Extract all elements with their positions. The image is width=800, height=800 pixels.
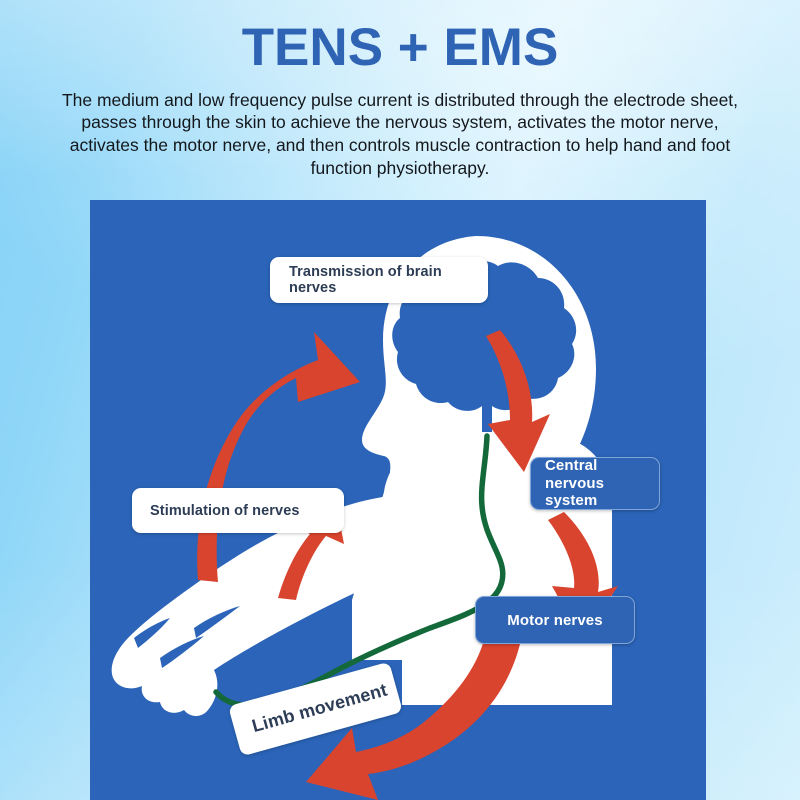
arrow-brain-to-cns <box>486 330 550 472</box>
arrow-stimulation-to-brain <box>197 332 360 582</box>
header: TENS + EMS The medium and low frequency … <box>0 0 800 180</box>
label-stimulation-of-nerves[interactable]: Stimulation of nerves <box>132 488 344 533</box>
diagram-illustration <box>111 236 618 800</box>
finger-gap-3 <box>194 606 240 638</box>
diagram-panel: Transmission of brain nerves Stimulation… <box>90 200 706 800</box>
label-text: Motor nerves <box>507 611 603 629</box>
page-description: The medium and low frequency pulse curre… <box>61 89 739 178</box>
label-text: Central nervous system <box>545 457 605 510</box>
page-title: TENS + EMS <box>241 18 559 77</box>
arm-shape <box>111 496 486 716</box>
label-motor-nerves[interactable]: Motor nerves <box>475 596 635 644</box>
label-text: Stimulation of nerves <box>150 502 300 519</box>
label-transmission-of-brain-nerves[interactable]: Transmission of brain nerves <box>270 257 488 303</box>
finger-gap-1 <box>134 618 170 648</box>
arrow-motor-to-limb <box>306 640 520 800</box>
finger-gap-2 <box>160 636 204 668</box>
brain-shape <box>392 260 577 432</box>
human-silhouette <box>111 236 612 716</box>
label-text: Transmission of brain nerves <box>289 264 442 296</box>
label-central-nervous-system[interactable]: Central nervous system <box>530 457 660 510</box>
